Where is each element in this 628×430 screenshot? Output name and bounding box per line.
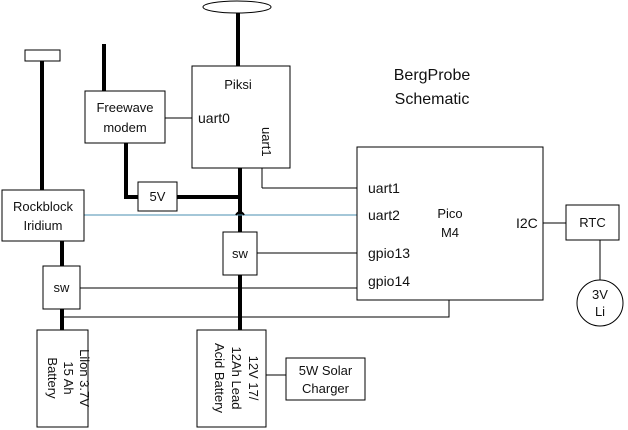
solar-charger-label-line1: 5W Solar xyxy=(299,363,353,378)
lead-battery-label-line3: Acid Battery xyxy=(212,343,227,414)
rtc-module: RTC xyxy=(565,204,620,241)
freewave-label-line1: Freewave xyxy=(96,100,153,115)
switch-center: sw xyxy=(222,231,258,276)
wire-ground-return xyxy=(61,300,450,318)
pico-m4-board: uart1 uart2 gpio13 gpio14 Pico M4 I2C xyxy=(356,146,544,301)
rockblock-iridium: Rockblock Iridium xyxy=(1,189,85,242)
iridium-antenna-icon xyxy=(24,49,61,62)
rtc-label: RTC xyxy=(579,215,605,230)
power-freewave-to-5v xyxy=(124,143,138,199)
solar-charger: 5W Solar Charger xyxy=(285,357,366,401)
rockblock-label-line1: Rockblock xyxy=(13,199,73,214)
lead-battery-label-line1: 12V 17/ xyxy=(246,356,261,401)
piksi-name: Piksi xyxy=(224,77,252,92)
piksi-uart0-label: uart0 xyxy=(198,110,230,126)
regulator-5v: 5V xyxy=(137,181,178,212)
diagram-title-line2: Schematic xyxy=(395,91,470,108)
pico-gpio13-label: gpio13 xyxy=(368,245,410,261)
lead-acid-battery: 12V 17/ 12Ah Lead Acid Battery xyxy=(196,329,267,428)
freewave-modem: Freewave modem xyxy=(84,90,166,144)
switch-center-label: sw xyxy=(232,246,249,261)
solar-charger-label-line2: Charger xyxy=(302,381,350,396)
pico-uart1-label: uart1 xyxy=(368,180,400,196)
switch-left-label: sw xyxy=(54,280,71,295)
coin-cell-battery: 3V Li xyxy=(576,279,624,327)
coin-cell-label-line1: 3V xyxy=(592,287,608,302)
regulator-label: 5V xyxy=(150,189,166,204)
piksi-uart1-label: uart1 xyxy=(259,127,274,157)
rockblock-label-line2: Iridium xyxy=(23,218,62,233)
switch-left: sw xyxy=(42,265,81,310)
liion-label-line2: 15 Ah xyxy=(61,361,76,394)
liion-label-line1: Lilon 3.7V xyxy=(77,349,92,407)
freewave-label-line2: modem xyxy=(103,120,146,135)
coin-cell-label-line2: Li xyxy=(595,304,605,319)
diagram-title-line1: BergProbe xyxy=(394,67,471,84)
liion-battery: Lilon 3.7V 15 Ah Battery xyxy=(36,329,92,428)
lead-battery-label-line2: 12Ah Lead xyxy=(229,347,244,410)
pico-uart2-label: uart2 xyxy=(368,207,400,223)
pico-name-line2: M4 xyxy=(441,225,459,240)
gnss-antenna-icon xyxy=(202,0,272,14)
pico-gpio14-label: gpio14 xyxy=(368,273,410,289)
wire-crossover-hop xyxy=(235,211,245,216)
liion-label-line3: Battery xyxy=(45,357,60,399)
piksi-module: Piksi uart0 uart1 xyxy=(191,65,291,169)
pico-name-line1: Pico xyxy=(437,206,462,221)
pico-i2c-label: I2C xyxy=(516,215,538,231)
